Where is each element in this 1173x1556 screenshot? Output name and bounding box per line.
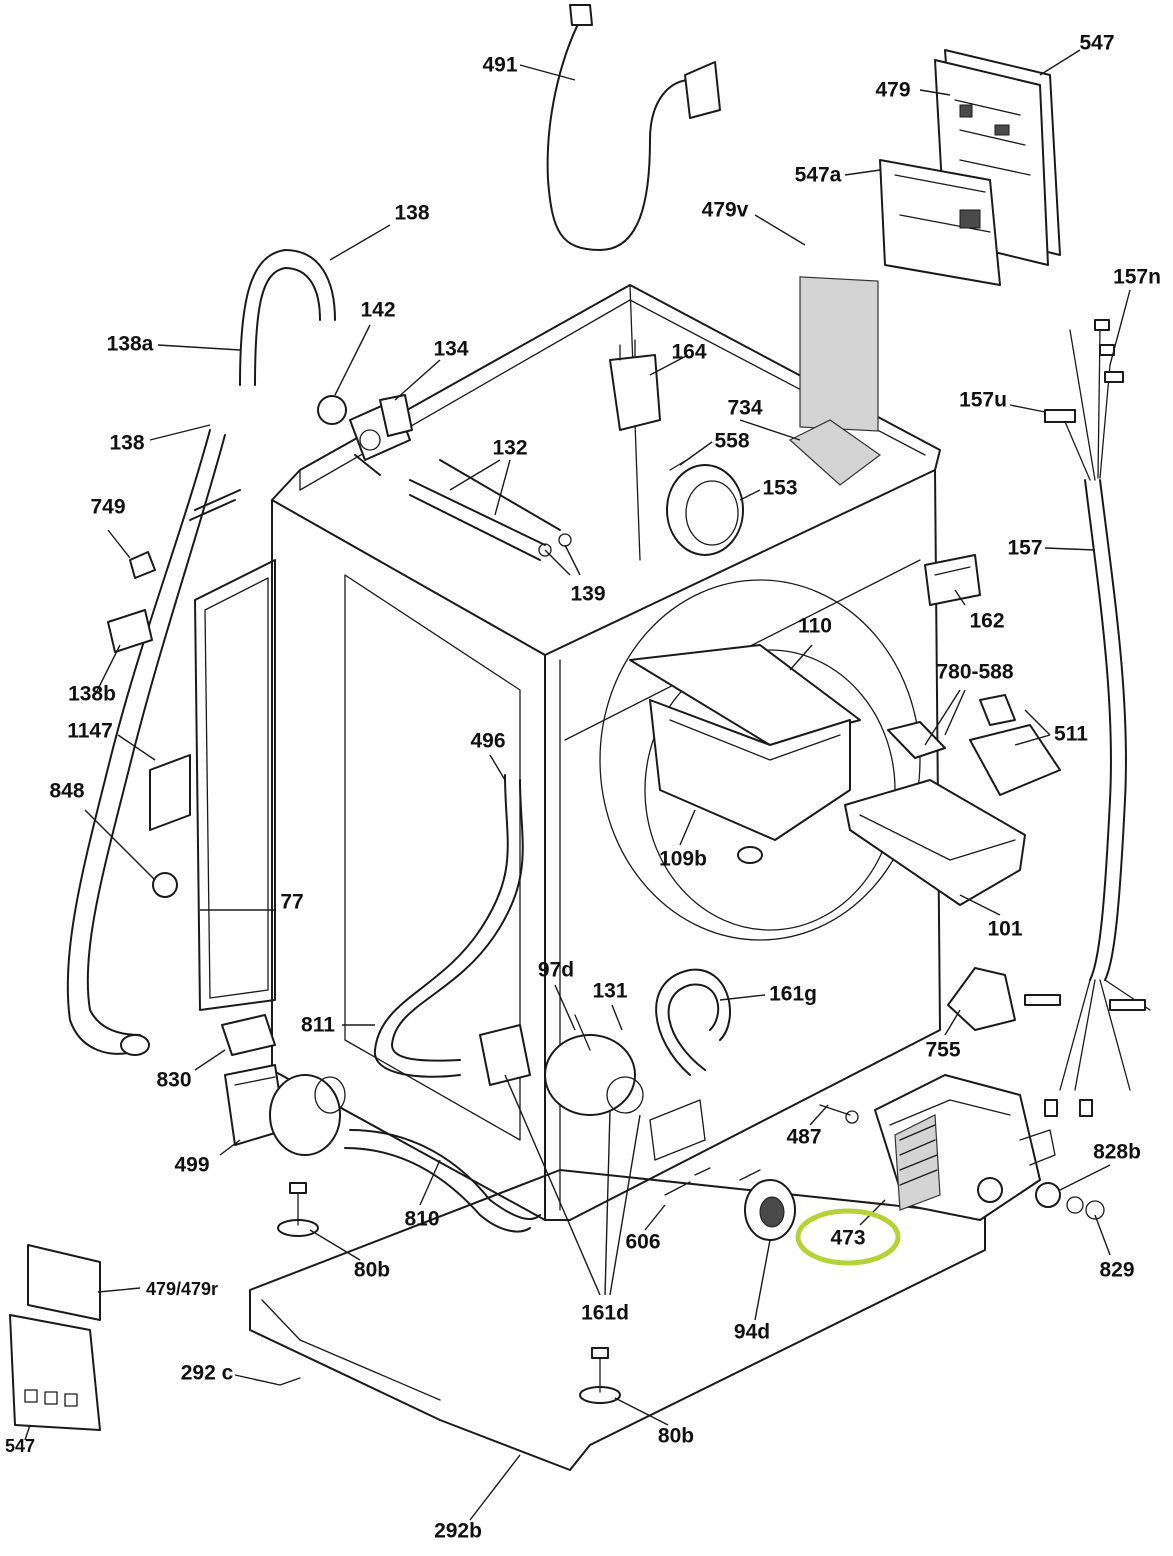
part-label-479: 479	[875, 78, 911, 102]
small-hardware	[279, 1104, 1105, 1386]
part-label-139: 139	[570, 582, 606, 606]
part-label-157u: 157u	[959, 388, 1007, 412]
part-label-161g: 161g	[769, 982, 817, 1006]
detergent-dispenser	[629, 644, 1026, 906]
part-label-780-588: 780-588	[936, 660, 1014, 684]
lever-780	[887, 721, 946, 759]
part-label-547-top: 547	[1079, 31, 1115, 55]
pressure-switch	[609, 339, 661, 431]
base-plate	[249, 1169, 986, 1471]
highlight-ring-473	[795, 1208, 901, 1266]
clips-and-brackets	[107, 551, 191, 898]
part-label-828b: 828b	[1093, 1140, 1141, 1164]
part-label-547a: 547a	[794, 163, 842, 187]
part-label-109b: 109b	[659, 847, 707, 871]
motor	[874, 1074, 1056, 1221]
part-label-606: 606	[625, 1230, 661, 1254]
leader-lines	[24, 49, 1131, 1521]
part-label-138-top: 138	[394, 201, 430, 225]
control-boards	[879, 49, 1061, 286]
adjustable-feet	[277, 1182, 621, 1404]
part-label-138-left: 138	[109, 431, 145, 455]
part-label-558: 558	[714, 429, 750, 453]
part-label-810: 810	[404, 1207, 440, 1231]
part-label-153: 153	[762, 476, 798, 500]
part-label-138a: 138a	[106, 332, 154, 356]
part-label-479-479r: 479/479r	[145, 1279, 219, 1299]
part-label-1147: 1147	[67, 719, 113, 743]
part-label-749: 749	[90, 495, 126, 519]
part-label-830: 830	[156, 1068, 192, 1092]
side-board	[9, 1244, 101, 1431]
part-label-110: 110	[798, 614, 832, 638]
part-label-487: 487	[786, 1125, 822, 1149]
part-label-479v: 479v	[701, 198, 749, 222]
part-label-811: 811	[301, 1013, 335, 1037]
foam-pad	[788, 419, 882, 486]
part-label-848: 848	[49, 779, 85, 803]
filter-plug	[739, 1169, 796, 1241]
part-label-77: 77	[280, 890, 304, 914]
part-label-142: 142	[360, 298, 396, 322]
internal-hoses	[344, 774, 731, 1233]
part-label-80b-lower: 80b	[657, 1424, 695, 1448]
part-label-94d: 94d	[733, 1320, 771, 1344]
part-label-157: 157	[1007, 536, 1043, 560]
part-label-157n: 157n	[1113, 265, 1161, 289]
part-label-138b: 138b	[68, 682, 116, 706]
part-label-131: 131	[592, 979, 628, 1003]
filter-housing	[479, 1014, 706, 1161]
drain-pump	[221, 1014, 346, 1156]
part-label-511: 511	[1054, 722, 1088, 746]
part-label-496: 496	[470, 729, 506, 753]
part-label-292b: 292b	[434, 1519, 482, 1543]
part-label-292c: 292 c	[180, 1361, 234, 1385]
inlet-valves	[317, 394, 413, 476]
bracket-755	[947, 967, 1016, 1031]
part-label-164: 164	[671, 340, 707, 364]
part-label-80b-upper: 80b	[353, 1258, 391, 1282]
part-label-547-bottom: 547	[4, 1436, 36, 1456]
wiring-harness	[1024, 319, 1151, 1117]
part-label-473: 473	[830, 1226, 866, 1250]
drain-hose	[66, 249, 336, 1056]
part-label-134: 134	[433, 337, 469, 361]
part-label-161d: 161d	[581, 1301, 629, 1325]
part-label-499: 499	[174, 1153, 210, 1177]
part-label-132: 132	[492, 436, 528, 460]
part-label-755: 755	[925, 1038, 961, 1062]
part-label-162: 162	[969, 609, 1005, 633]
part-label-101: 101	[987, 917, 1023, 941]
door-lock	[924, 554, 981, 606]
power-cord	[546, 4, 721, 251]
part-label-97d: 97d	[537, 958, 575, 982]
part-label-734: 734	[727, 396, 763, 420]
part-label-829: 829	[1099, 1258, 1135, 1282]
handle-511	[969, 694, 1061, 796]
part-label-491: 491	[482, 53, 518, 77]
